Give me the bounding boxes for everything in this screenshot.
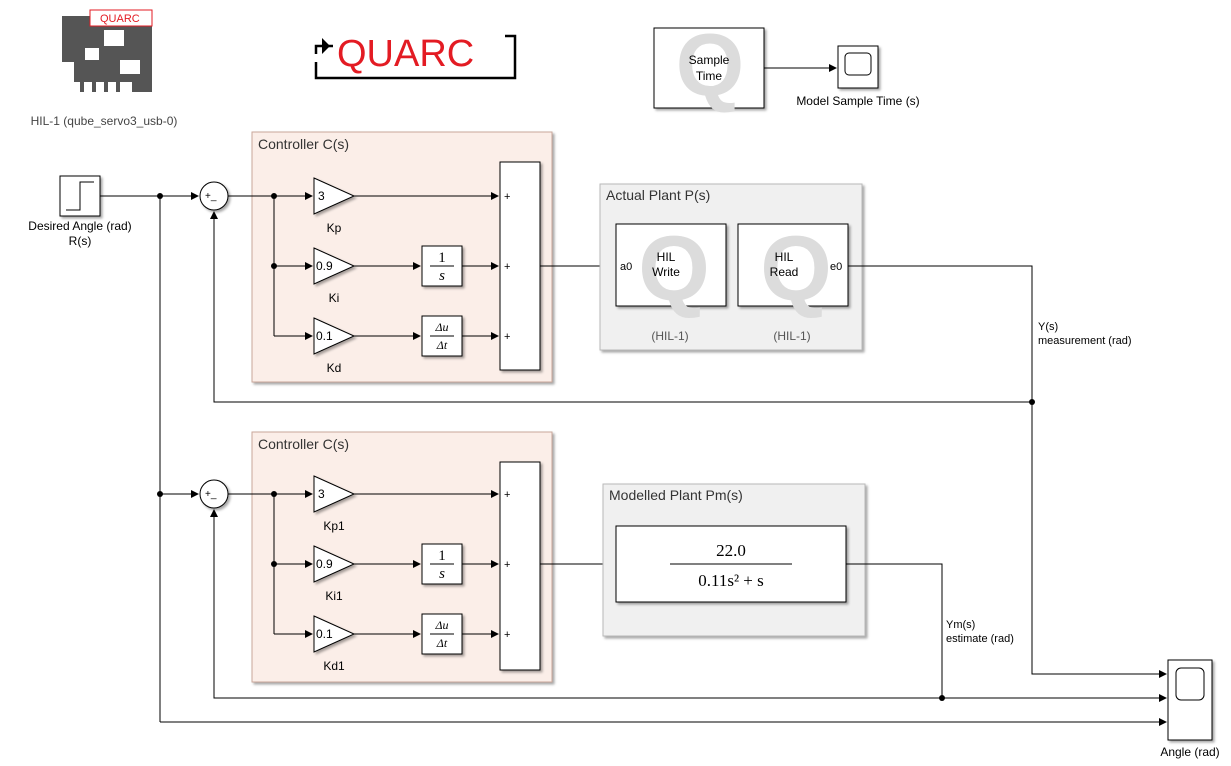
derivative-block-top[interactable]: Δu Δt (421, 315, 463, 357)
hil-write-port: a0 (620, 261, 632, 273)
sum-signs-top: +_ (205, 191, 217, 202)
add-block-bottom[interactable]: + + + (499, 461, 541, 671)
angle-scope-block[interactable] (1167, 659, 1213, 741)
hil-read-text-1: HIL (775, 250, 794, 264)
integrator-block-bottom[interactable]: 1 s (421, 543, 463, 585)
hil-block-label: HIL-1 (qube_servo3_usb-0) (31, 114, 178, 128)
svg-text:Q: Q (676, 15, 744, 114)
integrator-den-bottom: s (439, 566, 445, 582)
add-bottom-plus-2: + (504, 559, 510, 571)
plant-title-bottom: Modelled Plant Pm(s) (609, 487, 743, 503)
gain-kd-label-bottom: Kd1 (323, 659, 345, 673)
output-label-bottom-2: estimate (rad) (946, 633, 1014, 645)
output-label-top-2: measurement (rad) (1038, 335, 1132, 347)
integrator-block-top[interactable]: 1 s (421, 245, 463, 287)
sample-time-block[interactable]: Q Sample Time (653, 15, 765, 114)
hil-board-icon[interactable]: QUARC (62, 9, 153, 92)
hil-write-text-2: Write (652, 265, 680, 279)
derivative-num-bottom: Δu (434, 618, 448, 632)
sum-block-top[interactable]: +_ (199, 181, 229, 211)
angle-scope-label: Angle (rad) (1160, 745, 1219, 759)
gain-ki-value-bottom: 0.9 (316, 557, 333, 571)
transfer-function-block[interactable]: 22.0 0.11s² + s (615, 525, 847, 603)
sum-signs-bottom: +_ (205, 489, 217, 500)
gain-kd-top[interactable]: 0.1 (313, 317, 356, 355)
quarc-logo-text: QUARC (337, 33, 474, 75)
add-block-top[interactable]: + + + (499, 161, 541, 371)
gain-ki-top[interactable]: 0.9 (313, 247, 356, 285)
model-sample-time-scope[interactable] (837, 45, 879, 89)
controller-title-bottom: Controller C(s) (258, 436, 349, 452)
gain-kp-label-bottom: Kp1 (323, 519, 345, 533)
integrator-num-bottom: 1 (438, 548, 446, 564)
gain-ki-bottom[interactable]: 0.9 (313, 545, 356, 583)
model-sample-time-label: Model Sample Time (s) (796, 94, 919, 108)
integrator-den-top: s (439, 268, 445, 284)
sample-time-text-2: Time (696, 69, 723, 83)
gain-kd-label-top: Kd (327, 361, 342, 375)
derivative-num-top: Δu (434, 320, 448, 334)
gain-ki-label-bottom: Ki1 (325, 589, 343, 603)
gain-ki-label-top: Ki (329, 291, 340, 305)
tf-denominator: 0.11s² + s (698, 571, 764, 590)
output-label-bottom-1: Ym(s) (946, 619, 975, 631)
derivative-den-top: Δt (436, 338, 448, 352)
gain-kd-value-bottom: 0.1 (316, 627, 333, 641)
source-label-2: R(s) (69, 234, 92, 248)
hil-chip-logo: QUARC (100, 13, 140, 25)
controller-title-top: Controller C(s) (258, 136, 349, 152)
add-top-plus-1: + (504, 191, 510, 203)
add-bottom-plus-1: + (504, 489, 510, 501)
add-bottom-plus-3: + (504, 629, 510, 641)
derivative-block-bottom[interactable]: Δu Δt (421, 613, 463, 655)
source-label-1: Desired Angle (rad) (28, 219, 131, 233)
gain-kd-bottom[interactable]: 0.1 (313, 615, 356, 653)
hil-read-caption: (HIL-1) (773, 329, 810, 343)
hil-read-port: e0 (830, 261, 842, 273)
derivative-den-bottom: Δt (436, 636, 448, 650)
gain-kp-top[interactable]: 3 (313, 177, 356, 215)
step-source-block[interactable] (59, 175, 101, 217)
gain-kp-bottom[interactable]: 3 (313, 475, 356, 513)
quarc-logo: QUARC (314, 33, 517, 80)
add-top-plus-3: + (504, 331, 510, 343)
output-label-top-1: Y(s) (1038, 321, 1058, 333)
hil-write-block[interactable]: Q HIL Write a0 (615, 218, 727, 320)
tf-numerator: 22.0 (716, 541, 746, 560)
hil-read-text-2: Read (770, 265, 799, 279)
hil-write-text-1: HIL (657, 250, 676, 264)
sample-time-text-1: Sample (689, 53, 730, 67)
gain-kp-value-top: 3 (318, 189, 325, 203)
gain-kd-value-top: 0.1 (316, 329, 333, 343)
gain-kp-value-bottom: 3 (318, 487, 325, 501)
gain-kp-label-top: Kp (327, 221, 342, 235)
svg-text:Q: Q (638, 218, 710, 320)
integrator-num-top: 1 (438, 250, 446, 266)
svg-text:Q: Q (760, 218, 832, 320)
sum-block-bottom[interactable]: +_ (199, 479, 229, 509)
hil-read-block[interactable]: Q HIL Read e0 (737, 218, 849, 320)
hil-write-caption: (HIL-1) (651, 329, 688, 343)
add-top-plus-2: + (504, 261, 510, 273)
gain-ki-value-top: 0.9 (316, 259, 333, 273)
plant-title-top: Actual Plant P(s) (606, 187, 710, 203)
